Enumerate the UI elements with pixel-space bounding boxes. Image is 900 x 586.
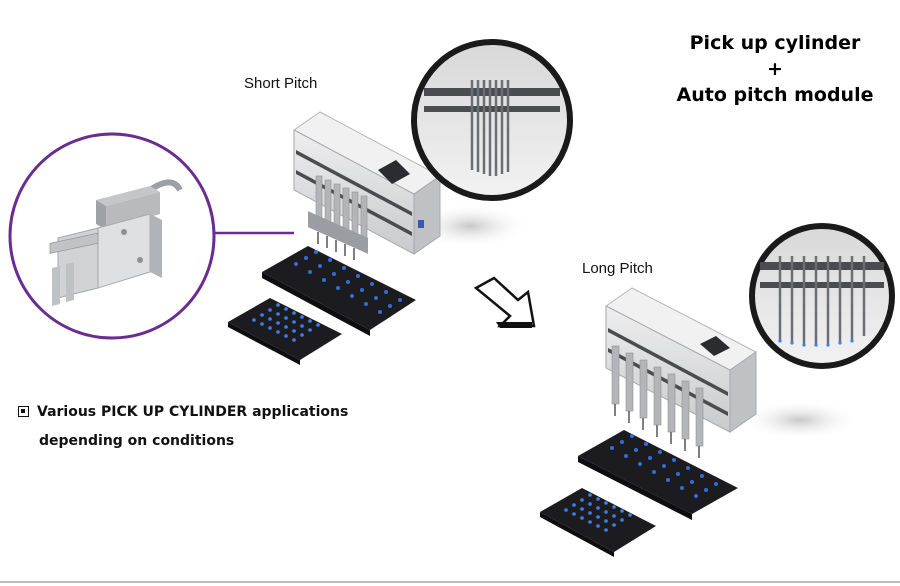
long-pitch-assembly <box>540 287 860 557</box>
long-pitch-nozzles <box>614 404 700 458</box>
checkbox-bullet-icon <box>18 406 29 417</box>
long-pitch-tray-small <box>540 488 656 557</box>
tray-grid-dots <box>252 303 320 342</box>
title-line-1: Pick up cylinder <box>689 32 861 54</box>
short-pitch-tray-small <box>228 298 342 365</box>
tray-grid-dots-2 <box>564 493 632 532</box>
title-line-2: Auto pitch module <box>676 84 874 106</box>
short-pitch-pickers <box>308 175 368 260</box>
title-plus: + <box>767 58 783 80</box>
long-pitch-pins <box>778 256 866 344</box>
long-pitch-zoom-lens <box>749 223 895 369</box>
pickup-cylinder-icon <box>49 179 183 306</box>
note-line-1: Various PICK UP CYLINDER applications <box>37 404 349 420</box>
short-pitch-label: Short Pitch <box>244 75 318 92</box>
arrow-down-right-icon <box>473 276 536 328</box>
bottom-divider <box>0 581 900 583</box>
note-line-2: depending on conditions <box>39 433 235 449</box>
short-pitch-zoom-lens <box>411 39 573 201</box>
long-pitch-tray-large <box>578 430 738 520</box>
pickup-cylinder-callout <box>8 132 294 340</box>
short-pitch-tray-large <box>262 246 416 336</box>
module-shadow-2 <box>740 400 860 440</box>
diagram-title: Pick up cylinder + Auto pitch module <box>660 30 890 108</box>
short-pitch-assembly <box>228 111 530 365</box>
tray-pocket-dots <box>294 250 402 314</box>
tray-pocket-dots-2 <box>610 434 718 498</box>
long-pitch-pin-tips <box>778 339 854 347</box>
long-pitch-label: Long Pitch <box>582 260 653 277</box>
short-pitch-pins <box>470 80 510 176</box>
application-note: Various PICK UP CYLINDER applications de… <box>18 398 348 456</box>
